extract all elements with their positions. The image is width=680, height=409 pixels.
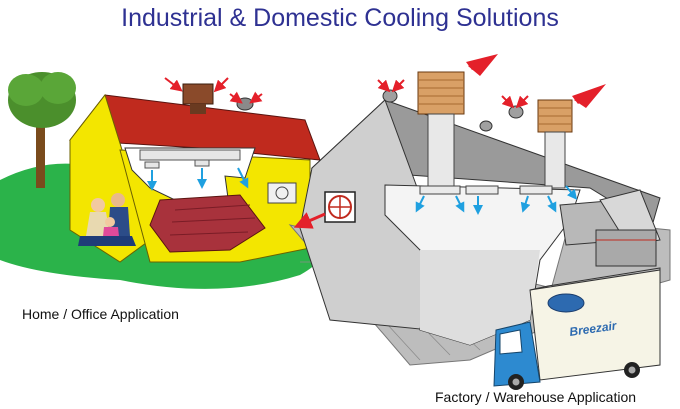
diagram-title: Industrial & Domestic Cooling Solutions — [121, 4, 559, 32]
tree-icon — [8, 72, 76, 188]
cooler-unit-icon — [537, 99, 573, 189]
factory-air-intake-arrows — [377, 79, 529, 109]
roof-ducting — [139, 149, 241, 169]
roof-vent-icon — [382, 89, 524, 132]
air-conditioner-icon — [267, 182, 297, 204]
factory-airflow-arrows — [415, 185, 578, 215]
home-air-intake-arrows — [164, 77, 263, 104]
truck-icon: Breezair — [493, 267, 661, 390]
truck-brand: Breezair — [568, 318, 618, 339]
side-duct-unit — [559, 189, 661, 267]
roof-vent-icon — [236, 97, 254, 111]
truck-logo-icon — [547, 293, 585, 313]
home-airflow-arrows — [147, 167, 249, 191]
factory-ducts — [419, 185, 553, 195]
exhaust-fan-icon — [324, 191, 356, 223]
large-intake-arrows — [466, 54, 606, 108]
cooler-unit-icon — [417, 71, 465, 191]
cooler-unit-icon — [182, 83, 214, 114]
home-caption: Home / Office Application — [22, 306, 179, 322]
factory-illustration — [288, 54, 671, 366]
factory-caption: Factory / Warehouse Application — [435, 389, 637, 405]
family-icon — [78, 193, 136, 246]
exhaust-arrow — [293, 212, 326, 229]
home-illustration — [0, 72, 334, 289]
